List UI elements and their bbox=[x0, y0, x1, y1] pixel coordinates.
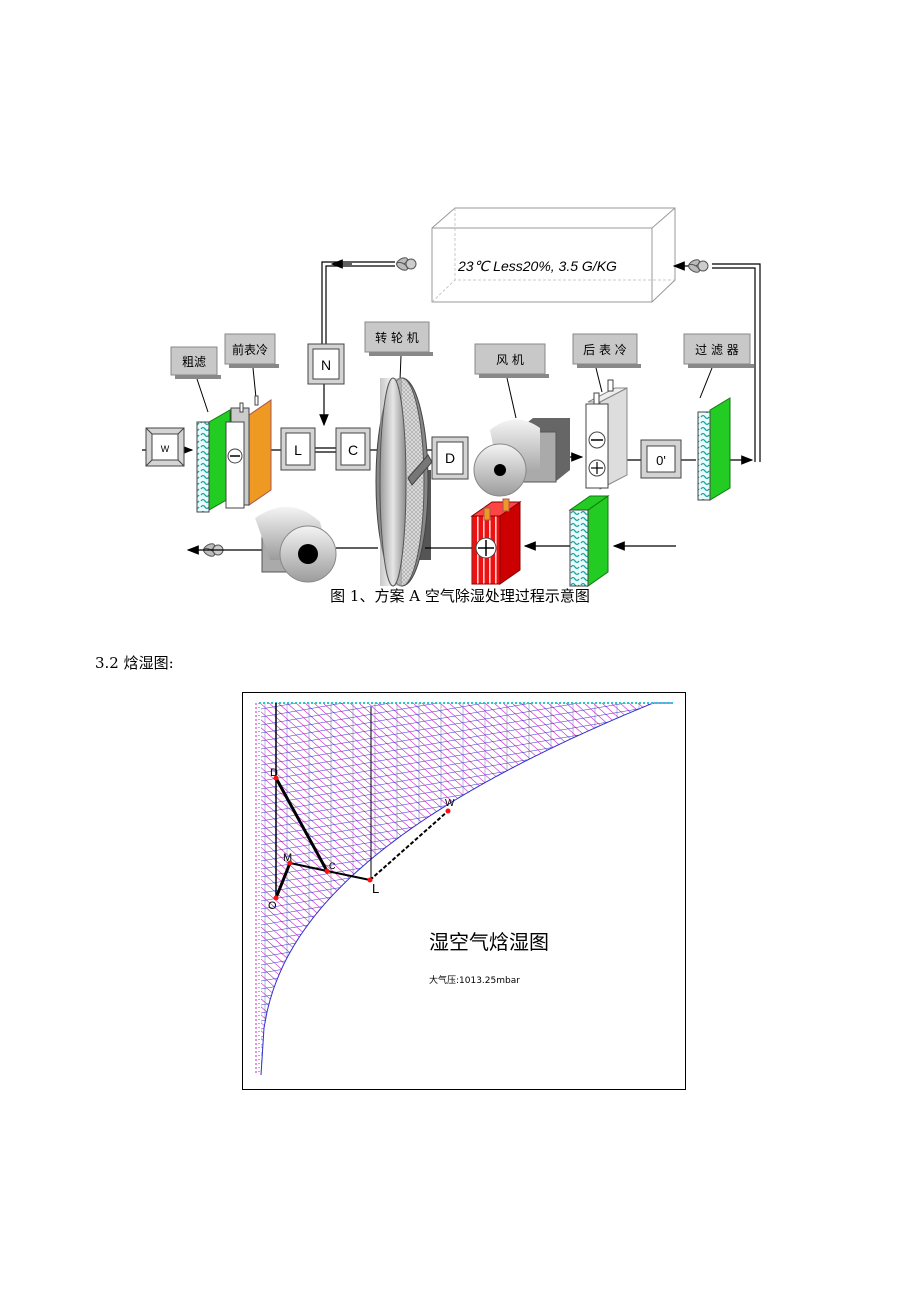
point-c bbox=[324, 868, 330, 874]
point-label-c: C bbox=[329, 861, 336, 871]
psychrometric-chart-frame: D M C L W O 湿空气焓湿图 大气压:1013.25mbar bbox=[242, 692, 686, 1090]
label-coarse-filter: 粗滤 bbox=[170, 346, 221, 379]
box-l: L bbox=[280, 427, 316, 471]
svg-text:转 轮 机: 转 轮 机 bbox=[375, 330, 419, 345]
box-c: C bbox=[335, 427, 371, 471]
label-fan: 风 机 bbox=[474, 343, 549, 378]
regeneration-line bbox=[186, 541, 676, 555]
chart-grid bbox=[260, 702, 673, 1076]
svg-text:W: W bbox=[161, 444, 170, 454]
point-label-w: W bbox=[445, 798, 455, 809]
point-label-l: L bbox=[372, 881, 379, 896]
point-label-m: M bbox=[283, 852, 292, 864]
desiccant-wheel bbox=[375, 377, 433, 587]
process-points bbox=[273, 775, 451, 901]
pre-cooler-unit bbox=[225, 395, 272, 509]
fan-propeller-icon bbox=[396, 257, 417, 271]
point-label-d: D bbox=[270, 767, 278, 779]
return-duct bbox=[321, 259, 761, 462]
box-d: D bbox=[431, 436, 469, 480]
label-filter: 过 滤 器 bbox=[683, 333, 754, 368]
heater-unit bbox=[470, 498, 522, 585]
final-filter-unit bbox=[697, 397, 731, 501]
process-fan bbox=[473, 418, 570, 497]
svg-text:前表冷: 前表冷 bbox=[232, 342, 268, 357]
section-heading: 3.2 焓湿图: bbox=[95, 654, 174, 672]
chart-axis-left bbox=[255, 703, 260, 1075]
svg-text:后 表 冷: 后 表 冷 bbox=[583, 343, 627, 357]
process-path bbox=[274, 703, 449, 899]
svg-text:粗滤: 粗滤 bbox=[182, 355, 206, 369]
svg-text:C: C bbox=[348, 442, 358, 458]
point-label-o: O bbox=[268, 900, 277, 912]
label-post-cooler: 后 表 冷 bbox=[572, 333, 641, 368]
room-condition-text: 23℃ Less20%, 3.5 G/KG bbox=[457, 258, 617, 274]
process-diagram: 23℃ Less20%, 3.5 G/KG 粗滤 前表冷 bbox=[142, 207, 761, 587]
svg-text:过 滤 器: 过 滤 器 bbox=[695, 343, 739, 357]
point-l bbox=[367, 877, 373, 883]
coarse-filter-unit bbox=[196, 409, 231, 513]
point-o bbox=[273, 895, 279, 901]
regen-fan bbox=[255, 506, 337, 583]
label-leaders bbox=[196, 355, 713, 419]
box-o-prime: 0' bbox=[640, 439, 682, 479]
psychrometric-chart: D M C L W O 湿空气焓湿图 大气压:1013.25mbar bbox=[255, 702, 673, 1076]
point-d bbox=[273, 775, 279, 781]
svg-text:风 机: 风 机 bbox=[496, 353, 524, 367]
svg-text:N: N bbox=[321, 357, 331, 373]
figure-caption: 图 1、方案 A 空气除湿处理过程示意图 bbox=[330, 587, 590, 605]
chart-subtitle: 大气压:1013.25mbar bbox=[429, 974, 520, 986]
box-w: W bbox=[145, 427, 185, 467]
point-w bbox=[445, 808, 451, 814]
svg-text:0': 0' bbox=[656, 453, 666, 468]
label-pre-cooler: 前表冷 bbox=[224, 333, 279, 368]
svg-text:D: D bbox=[445, 450, 455, 466]
label-wheel: 转 轮 机 bbox=[364, 321, 433, 356]
box-n: N bbox=[307, 343, 345, 385]
point-m bbox=[287, 860, 293, 866]
post-cooler-unit bbox=[585, 379, 628, 490]
chart-title: 湿空气焓湿图 bbox=[429, 930, 549, 954]
fan-propeller-icon bbox=[688, 259, 709, 273]
svg-text:L: L bbox=[294, 442, 302, 458]
regen-filter-unit bbox=[568, 495, 610, 587]
room-box: 23℃ Less20%, 3.5 G/KG bbox=[431, 207, 676, 303]
